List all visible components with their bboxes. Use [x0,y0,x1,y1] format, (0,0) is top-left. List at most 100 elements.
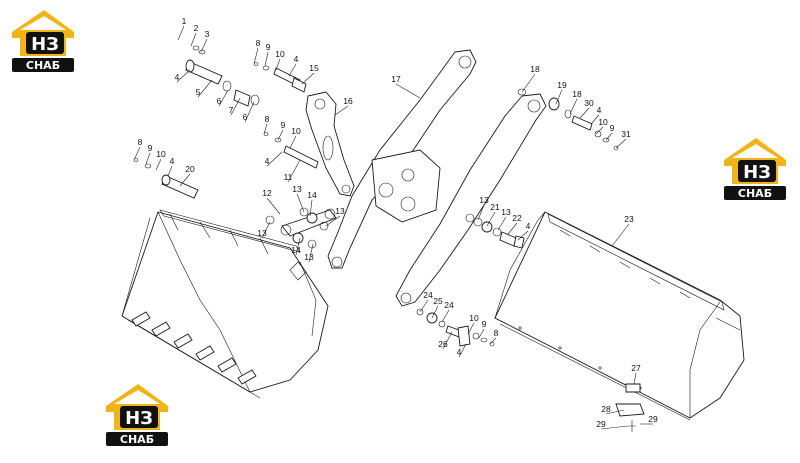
callout-c13e: 13 [477,195,489,221]
leader-line [507,222,518,235]
leader-line [266,197,281,215]
part-number: 15 [309,63,319,73]
boom-arms [327,49,547,307]
leader-line [167,165,173,177]
callout-c17: 17 [391,74,421,99]
part-number: 24 [444,300,454,310]
leader-line [467,322,475,335]
callout-c10d: 10 [595,117,608,135]
callout-c29b: 29 [640,414,658,425]
callout-c9e: 9 [478,319,487,339]
rocker-lever [305,91,355,197]
part-number: 10 [598,117,608,127]
logo-word-band [724,186,786,200]
callout-c15: 15 [301,63,319,85]
leader-line [477,204,485,221]
right-bucket [494,211,745,421]
logo-word-band [106,432,168,446]
callout-c13b: 13 [257,221,271,239]
part-number: 30 [584,98,594,108]
callout-c4a: 4 [175,69,191,83]
leader-line [569,98,578,115]
callout-c6a: 6 [217,89,229,107]
leader-line [441,309,450,323]
part-number: 22 [512,213,522,223]
leader-line [555,89,563,105]
callout-c16: 16 [334,96,353,116]
leader-line [253,47,259,65]
part-number: 4 [175,72,180,82]
leader-line [334,105,349,116]
part-number: 29 [648,414,658,424]
leader-line [497,216,507,231]
logo-word: СНАБ [26,59,60,72]
part-number: 4 [294,54,299,64]
callout-c4d: 4 [167,156,175,177]
logo-roof [724,138,786,166]
callout-c9b: 9 [277,120,286,141]
part-number: 14 [291,245,301,255]
leader-line [230,97,241,116]
callout-c10b: 10 [289,126,301,149]
leader-line [264,51,269,67]
bucket-teeth [131,311,257,385]
callout-c4e: 4 [590,105,602,125]
part-number: 29 [596,419,606,429]
leader-line [605,132,613,141]
link-rod [280,208,337,237]
part-number: 2 [194,23,199,33]
callout-c5: 5 [196,79,213,98]
part-number: 13 [501,207,511,217]
leader-line [179,173,191,187]
leader-line [489,337,497,345]
callout-c14a: 14 [307,190,317,217]
part-number: 25 [433,296,443,306]
callout-c18a: 18 [521,64,540,93]
callout-c28: 28 [601,404,625,415]
leader-line [287,159,301,183]
callout-c18b: 18 [569,89,582,115]
part-number: 6 [243,112,248,122]
leader-line [309,199,313,217]
callout-c10e: 10 [467,313,479,335]
part-number: 9 [482,319,487,329]
part-number: 3 [205,29,210,39]
leader-line [197,79,213,98]
leader-line [218,89,229,107]
part-number: 16 [343,96,353,106]
callout-c21: 21 [486,202,500,227]
part-number: 5 [196,87,201,97]
part-number: 28 [601,404,611,414]
callout-c11: 11 [284,159,301,183]
part-number: 18 [572,89,582,99]
callout-c10c: 10 [155,149,166,171]
leader-line [133,146,141,161]
callout-c27: 27 [631,363,641,385]
part-number: 24 [423,290,433,300]
leader-line [431,305,439,319]
leader-line [605,409,625,415]
part-number: 4 [170,156,175,166]
leader-line [458,343,467,358]
part-number: 21 [490,202,500,212]
part-number: 13 [335,206,345,216]
leader-line [177,25,185,41]
leader-line [486,211,496,227]
leader-line [579,107,590,119]
callout-c7: 7 [229,97,241,116]
callout-c25: 25 [431,296,443,319]
callout-c8a: 8 [253,38,261,65]
leader-line [301,72,315,85]
callout-c20: 20 [179,164,195,187]
part-number: 10 [291,126,301,136]
callout-c4f: 4 [517,221,531,241]
part-number: 23 [624,214,634,224]
leader-line [595,126,604,135]
callout-c12: 12 [262,188,281,215]
callout-c2: 2 [190,23,199,47]
logo-word: СНАБ [120,433,154,446]
leader-line [296,193,305,213]
